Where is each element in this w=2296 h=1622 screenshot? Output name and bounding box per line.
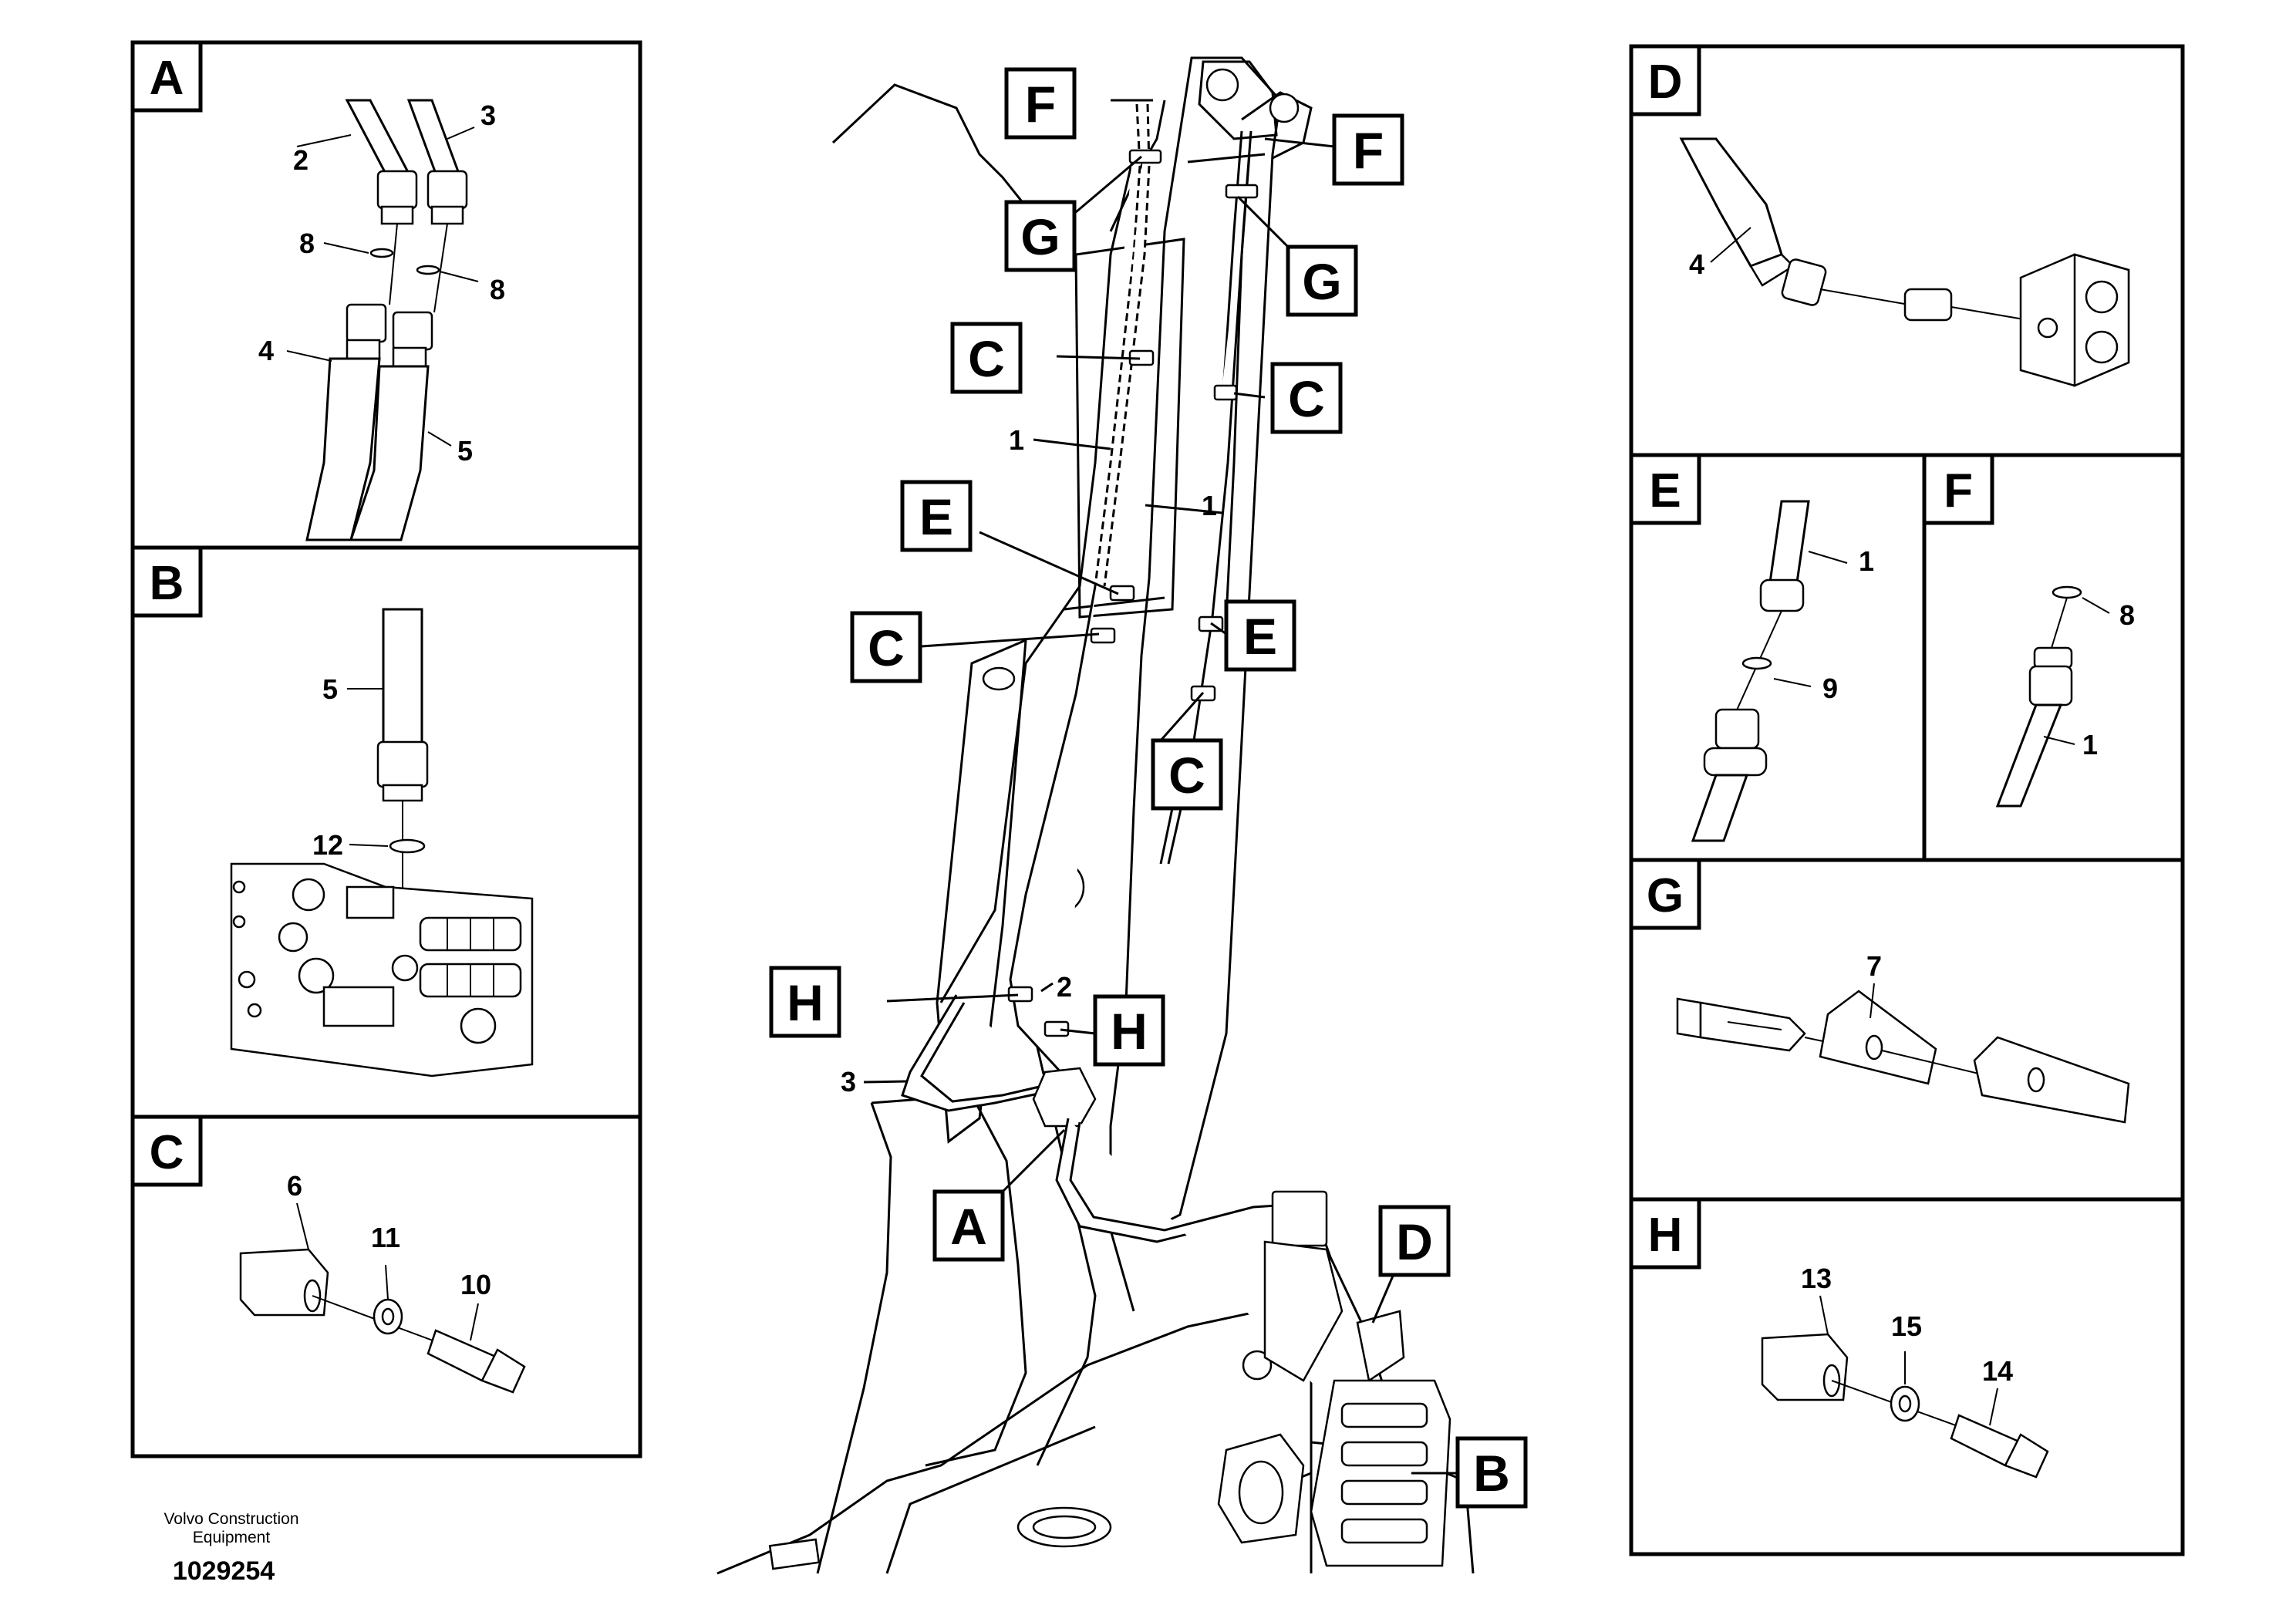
svg-text:D: D: [1396, 1213, 1433, 1270]
document-number: 1029254: [172, 1556, 275, 1586]
svg-text:B: B: [1473, 1445, 1510, 1502]
svg-text:F: F: [1353, 122, 1384, 179]
panel-h-letter: H: [1648, 1209, 1683, 1262]
main-callout-3: 3: [841, 1066, 856, 1098]
main-callout-2: 2: [1057, 971, 1072, 1003]
callout-box-c-2: C: [1270, 362, 1343, 434]
callout-c-6: 6: [287, 1170, 302, 1202]
main-assembly-drawing: [716, 56, 1475, 1575]
callout-h-14: 14: [1982, 1355, 2013, 1387]
callout-a-2: 2: [293, 144, 308, 176]
svg-text:E: E: [919, 488, 953, 545]
brand-line-2: Equipment: [192, 1529, 271, 1546]
svg-text:H: H: [787, 974, 824, 1031]
callout-box-c-4: C: [1151, 738, 1223, 811]
callout-box-h-right: H: [1093, 994, 1165, 1067]
callout-c-10: 10: [460, 1269, 491, 1300]
callout-h-15: 15: [1891, 1310, 1922, 1342]
svg-text:E: E: [1243, 608, 1277, 665]
callout-box-h-left: H: [769, 966, 841, 1038]
detail-panel-c: C 6 11 10: [130, 1114, 642, 1458]
panel-b-letter: B: [150, 557, 184, 610]
panel-a-letter: A: [150, 52, 184, 105]
detail-panel-d: D 4: [1629, 44, 2185, 457]
callout-b-5: 5: [322, 673, 338, 705]
callout-box-a: A: [932, 1189, 1005, 1262]
callout-box-f-left: F: [1004, 67, 1077, 140]
detail-panel-a: A 2 3 8 8 4 5: [130, 40, 642, 550]
callout-a-8-right: 8: [490, 274, 505, 305]
panel-e-letter: E: [1649, 464, 1681, 518]
callout-box-e-left: E: [900, 480, 973, 552]
detail-panel-h: H 13 15 14: [1629, 1197, 2185, 1556]
svg-text:F: F: [1025, 76, 1056, 133]
detail-panel-b: B 5 12: [130, 545, 642, 1119]
panel-d-letter: D: [1648, 56, 1683, 109]
callout-box-g-right: G: [1286, 244, 1358, 317]
main-callout-1-left: 1: [1009, 424, 1024, 456]
callout-box-g-left: G: [1004, 200, 1077, 272]
callout-a-4: 4: [258, 335, 274, 366]
detail-panel-g: G 7: [1629, 858, 2185, 1202]
main-callout-1-right: 1: [1202, 490, 1217, 521]
callout-a-3: 3: [480, 99, 496, 131]
callout-box-f-right: F: [1332, 113, 1404, 186]
callout-c-11: 11: [371, 1222, 400, 1253]
callout-f-8: 8: [2119, 599, 2135, 631]
detail-panel-f: F 8 1: [1922, 453, 2185, 862]
detail-panel-e: E 1 9: [1629, 453, 1927, 862]
callout-h-13: 13: [1801, 1263, 1832, 1294]
callout-box-c-1: C: [950, 322, 1023, 394]
svg-text:C: C: [868, 619, 905, 676]
svg-text:H: H: [1111, 1003, 1148, 1060]
svg-text:C: C: [1288, 370, 1325, 427]
callout-box-b: B: [1455, 1436, 1528, 1509]
panel-f-letter: F: [1944, 464, 1973, 518]
brand-line-1: Volvo Construction: [164, 1510, 299, 1528]
callout-a-8-left: 8: [299, 228, 315, 259]
callout-a-5: 5: [457, 435, 473, 467]
svg-text:C: C: [1168, 747, 1205, 804]
panel-g-letter: G: [1647, 869, 1684, 922]
svg-text:C: C: [968, 330, 1005, 387]
callout-d-4: 4: [1689, 248, 1704, 280]
callout-f-1: 1: [2082, 729, 2098, 760]
callout-e-1: 1: [1859, 545, 1874, 577]
callout-box-e-right: E: [1224, 599, 1296, 672]
svg-text:A: A: [950, 1198, 987, 1255]
panel-c-letter: C: [150, 1126, 184, 1179]
callout-box-d: D: [1378, 1205, 1451, 1277]
callout-g-7: 7: [1866, 950, 1882, 982]
svg-text:G: G: [1302, 253, 1341, 310]
svg-text:G: G: [1020, 208, 1060, 265]
callout-b-12: 12: [312, 829, 343, 861]
callout-box-c-3: C: [850, 611, 922, 683]
callout-e-9: 9: [1822, 673, 1838, 704]
